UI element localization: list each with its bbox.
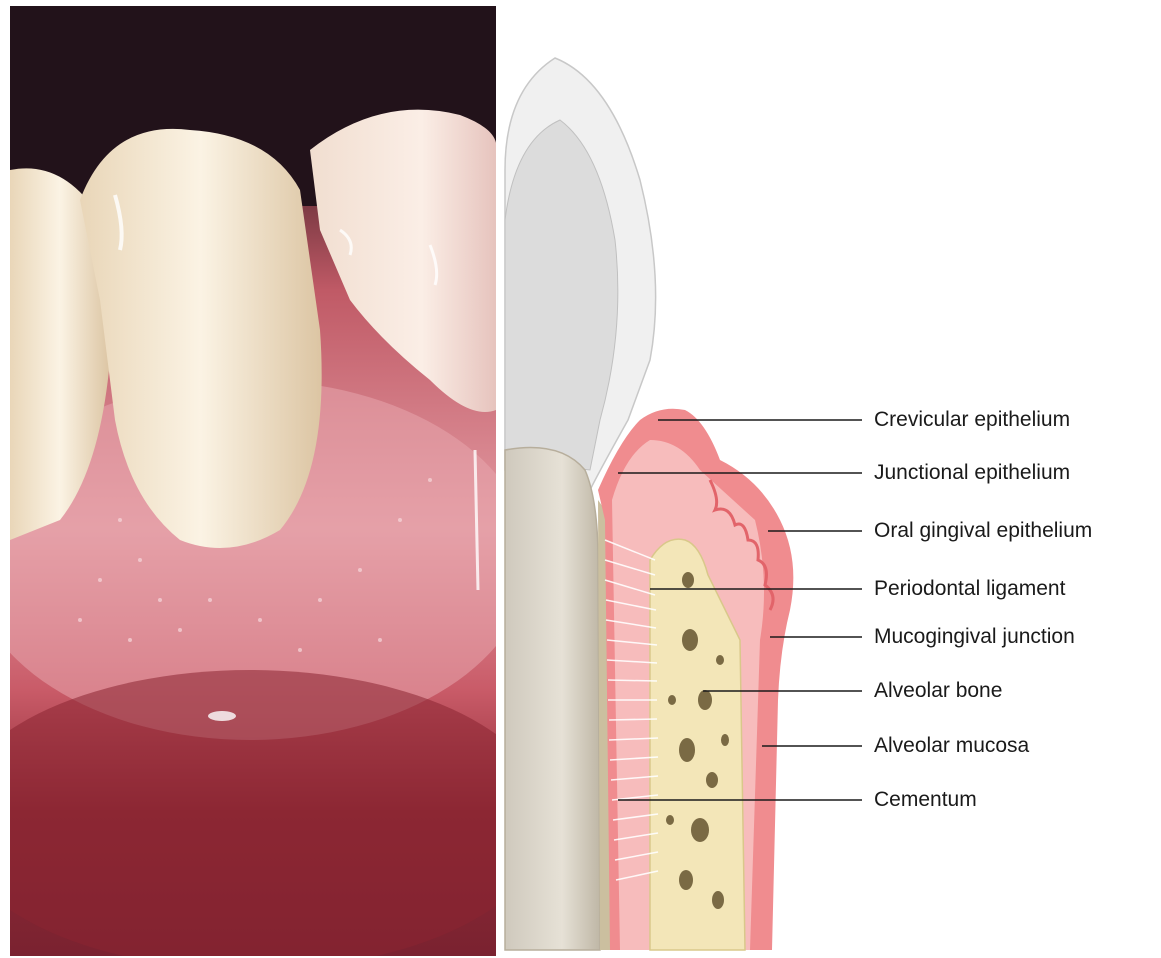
label-oral-gingival-epithelium: Oral gingival epithelium xyxy=(874,519,1092,543)
anatomical-diagram xyxy=(505,58,862,950)
clinical-photo xyxy=(0,6,550,958)
label-alveolar-mucosa: Alveolar mucosa xyxy=(874,734,1029,758)
label-mucogingival-junction: Mucogingival junction xyxy=(874,625,1075,649)
root-shape xyxy=(505,448,600,951)
label-junctional-epithelium: Junctional epithelium xyxy=(874,461,1070,485)
label-alveolar-bone: Alveolar bone xyxy=(874,679,1002,703)
label-crevicular-epithelium: Crevicular epithelium xyxy=(874,408,1070,432)
label-cementum: Cementum xyxy=(874,788,977,812)
label-periodontal-ligament: Periodontal ligament xyxy=(874,577,1065,601)
